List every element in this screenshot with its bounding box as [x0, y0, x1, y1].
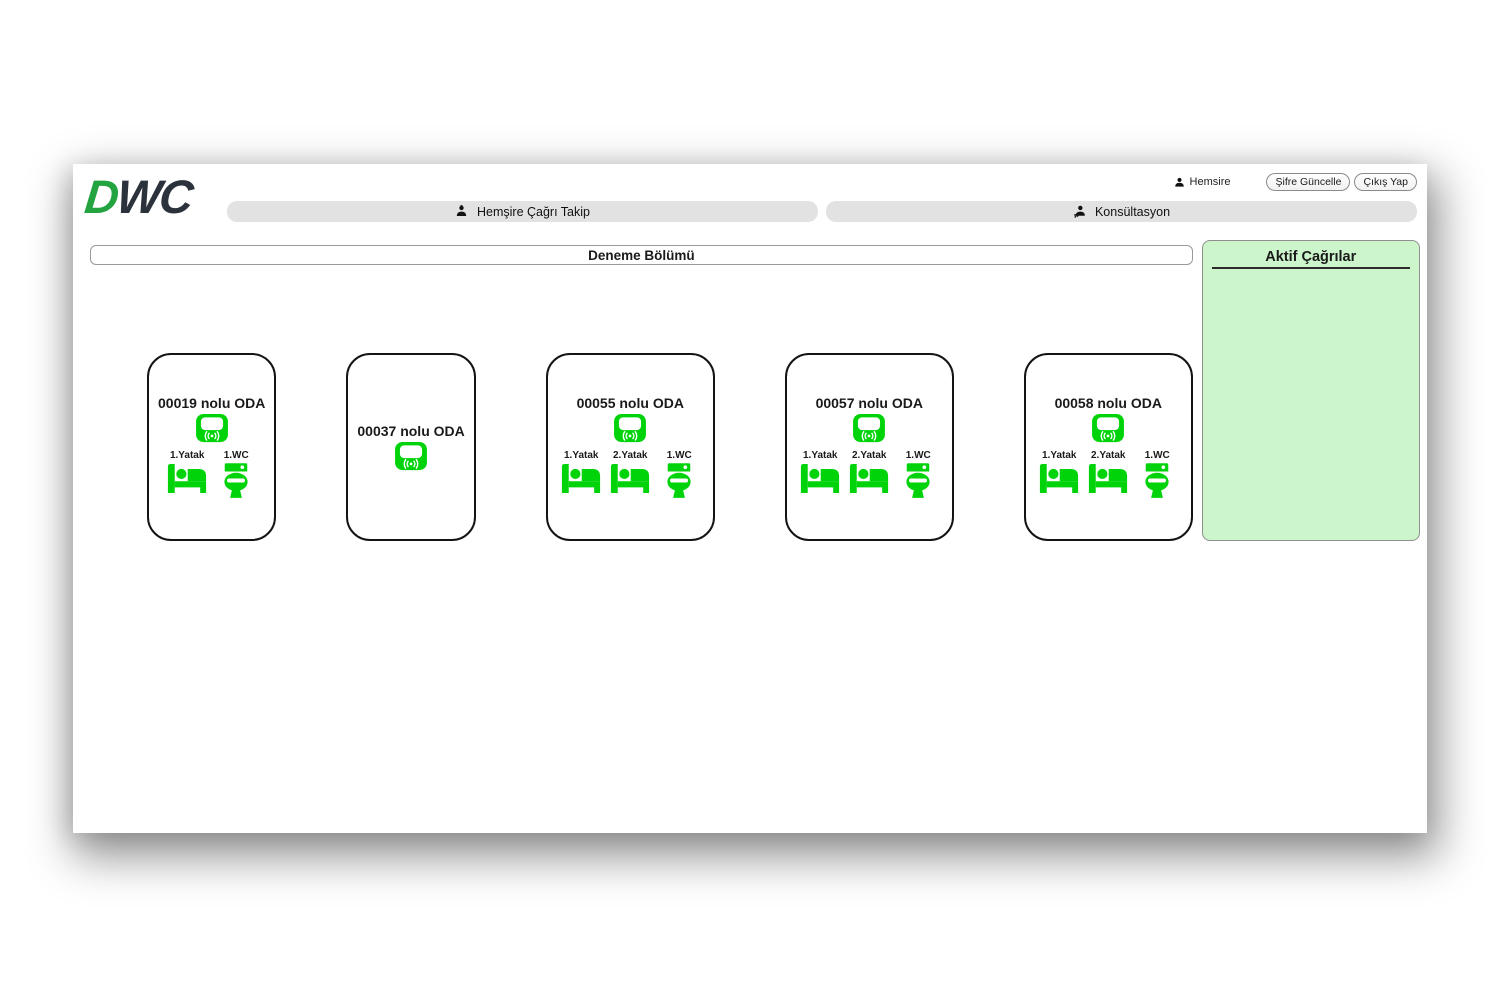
toilet-icon — [905, 463, 931, 499]
room-units: 1.Yatak 2.Yatak 1.WC — [557, 450, 704, 499]
room-units: 1.Yatak 2.Yatak 1.WC — [796, 450, 943, 499]
unit-bed[interactable]: 2.Yatak — [1084, 450, 1133, 494]
toilet-icon — [666, 463, 692, 499]
unit-label: 1.Yatak — [169, 450, 205, 461]
room-card[interactable]: 00057 nolu ODA 1.Yatak 2.Yatak 1.WC — [784, 353, 954, 541]
room-title: 00057 nolu ODA — [815, 395, 923, 411]
tab-consultation[interactable]: Konsültasyon — [826, 201, 1417, 222]
active-calls-title: Aktif Çağrılar — [1265, 249, 1357, 265]
unit-bed[interactable]: 1.Yatak — [796, 450, 845, 494]
person-icon — [1174, 177, 1185, 188]
section-title: Deneme Bölümü — [588, 247, 695, 263]
bed-icon — [1039, 463, 1079, 494]
toilet-icon — [1144, 463, 1170, 499]
section-title-bar: Deneme Bölümü — [90, 245, 1193, 265]
unit-bed[interactable]: 2.Yatak — [606, 450, 655, 494]
logout-button[interactable]: Çıkış Yap — [1354, 173, 1417, 191]
consultation-icon — [1073, 205, 1086, 218]
nurse-icon — [455, 205, 468, 218]
unit-wc[interactable]: 1.WC — [894, 450, 943, 499]
user-row: Hemsire Şifre Güncelle Çıkış Yap — [227, 172, 1417, 192]
unit-bed[interactable]: 1.Yatak — [557, 450, 606, 494]
call-terminal-icon — [852, 413, 886, 443]
room-units: 1.Yatak 2.Yatak 1.WC — [1035, 450, 1182, 499]
unit-wc[interactable]: 1.WC — [1133, 450, 1182, 499]
tab-nurse-call-tracking[interactable]: Hemşire Çağrı Takip — [227, 201, 818, 222]
unit-label: 2.Yatak — [1091, 450, 1126, 461]
room-card[interactable]: 00058 nolu ODA 1.Yatak 2.Yatak 1.WC — [1023, 353, 1193, 541]
room-title: 00019 nolu ODA — [158, 395, 266, 411]
call-terminal-icon — [613, 413, 647, 443]
active-calls-list — [1203, 269, 1419, 281]
unit-label: 2.Yatak — [613, 450, 648, 461]
tab-label: Hemşire Çağrı Takip — [476, 204, 590, 219]
room-title: 00058 nolu ODA — [1054, 395, 1162, 411]
app-logo: DWC — [78, 170, 229, 223]
room-card[interactable]: 00019 nolu ODA 1.Yatak 1.WC — [147, 353, 277, 541]
bed-icon — [800, 463, 840, 494]
unit-label: 1.Yatak — [564, 450, 599, 461]
unit-label: 1.WC — [223, 450, 249, 461]
update-password-button[interactable]: Şifre Güncelle — [1266, 173, 1351, 191]
unit-label: 1.Yatak — [1042, 450, 1077, 461]
unit-label: 1.WC — [1144, 450, 1170, 461]
toilet-icon — [223, 463, 249, 499]
bed-icon — [849, 463, 889, 494]
unit-wc[interactable]: 1.WC — [212, 450, 261, 499]
unit-label: 2.Yatak — [852, 450, 887, 461]
user-name: Hemsire — [1189, 176, 1231, 188]
logo-letters-wc: WC — [114, 170, 195, 223]
room-title: 00055 nolu ODA — [576, 395, 684, 411]
bed-icon — [167, 463, 207, 494]
logged-in-user: Hemsire — [1174, 176, 1231, 188]
unit-label: 1.WC — [666, 450, 692, 461]
room-card[interactable]: 00055 nolu ODA 1.Yatak 2.Yatak 1.WC — [545, 353, 715, 541]
top-bar: DWC Hemsire Şifre Güncelle Çıkış Yap — [73, 164, 1427, 223]
unit-label: 1.WC — [905, 450, 931, 461]
unit-wc[interactable]: 1.WC — [655, 450, 704, 499]
active-calls-panel: Aktif Çağrılar — [1201, 240, 1420, 541]
tab-label: Konsültasyon — [1094, 204, 1171, 219]
rooms-row: 00019 nolu ODA 1.Yatak 1.WC 00037 nolu ODA 0… — [147, 353, 1193, 541]
bed-icon — [561, 463, 601, 494]
active-calls-divider — [1211, 267, 1410, 269]
bed-icon — [610, 463, 650, 494]
room-title: 00037 nolu ODA — [357, 423, 465, 439]
room-card[interactable]: 00037 nolu ODA — [346, 353, 476, 541]
app-window: DWC Hemsire Şifre Güncelle Çıkış Yap — [73, 164, 1427, 833]
unit-label: 1.Yatak — [803, 450, 838, 461]
call-terminal-icon — [195, 413, 229, 443]
call-terminal-icon — [394, 441, 428, 471]
top-bar-right: Hemsire Şifre Güncelle Çıkış Yap Hemşire… — [227, 172, 1417, 222]
unit-bed[interactable]: 1.Yatak — [163, 450, 212, 494]
bed-icon — [1088, 463, 1128, 494]
room-units: 1.Yatak 1.WC — [163, 450, 261, 499]
call-terminal-icon — [1091, 413, 1125, 443]
unit-bed[interactable]: 2.Yatak — [845, 450, 894, 494]
unit-bed[interactable]: 1.Yatak — [1035, 450, 1084, 494]
tabs-row: Hemşire Çağrı Takip Konsültasyon — [227, 201, 1417, 222]
